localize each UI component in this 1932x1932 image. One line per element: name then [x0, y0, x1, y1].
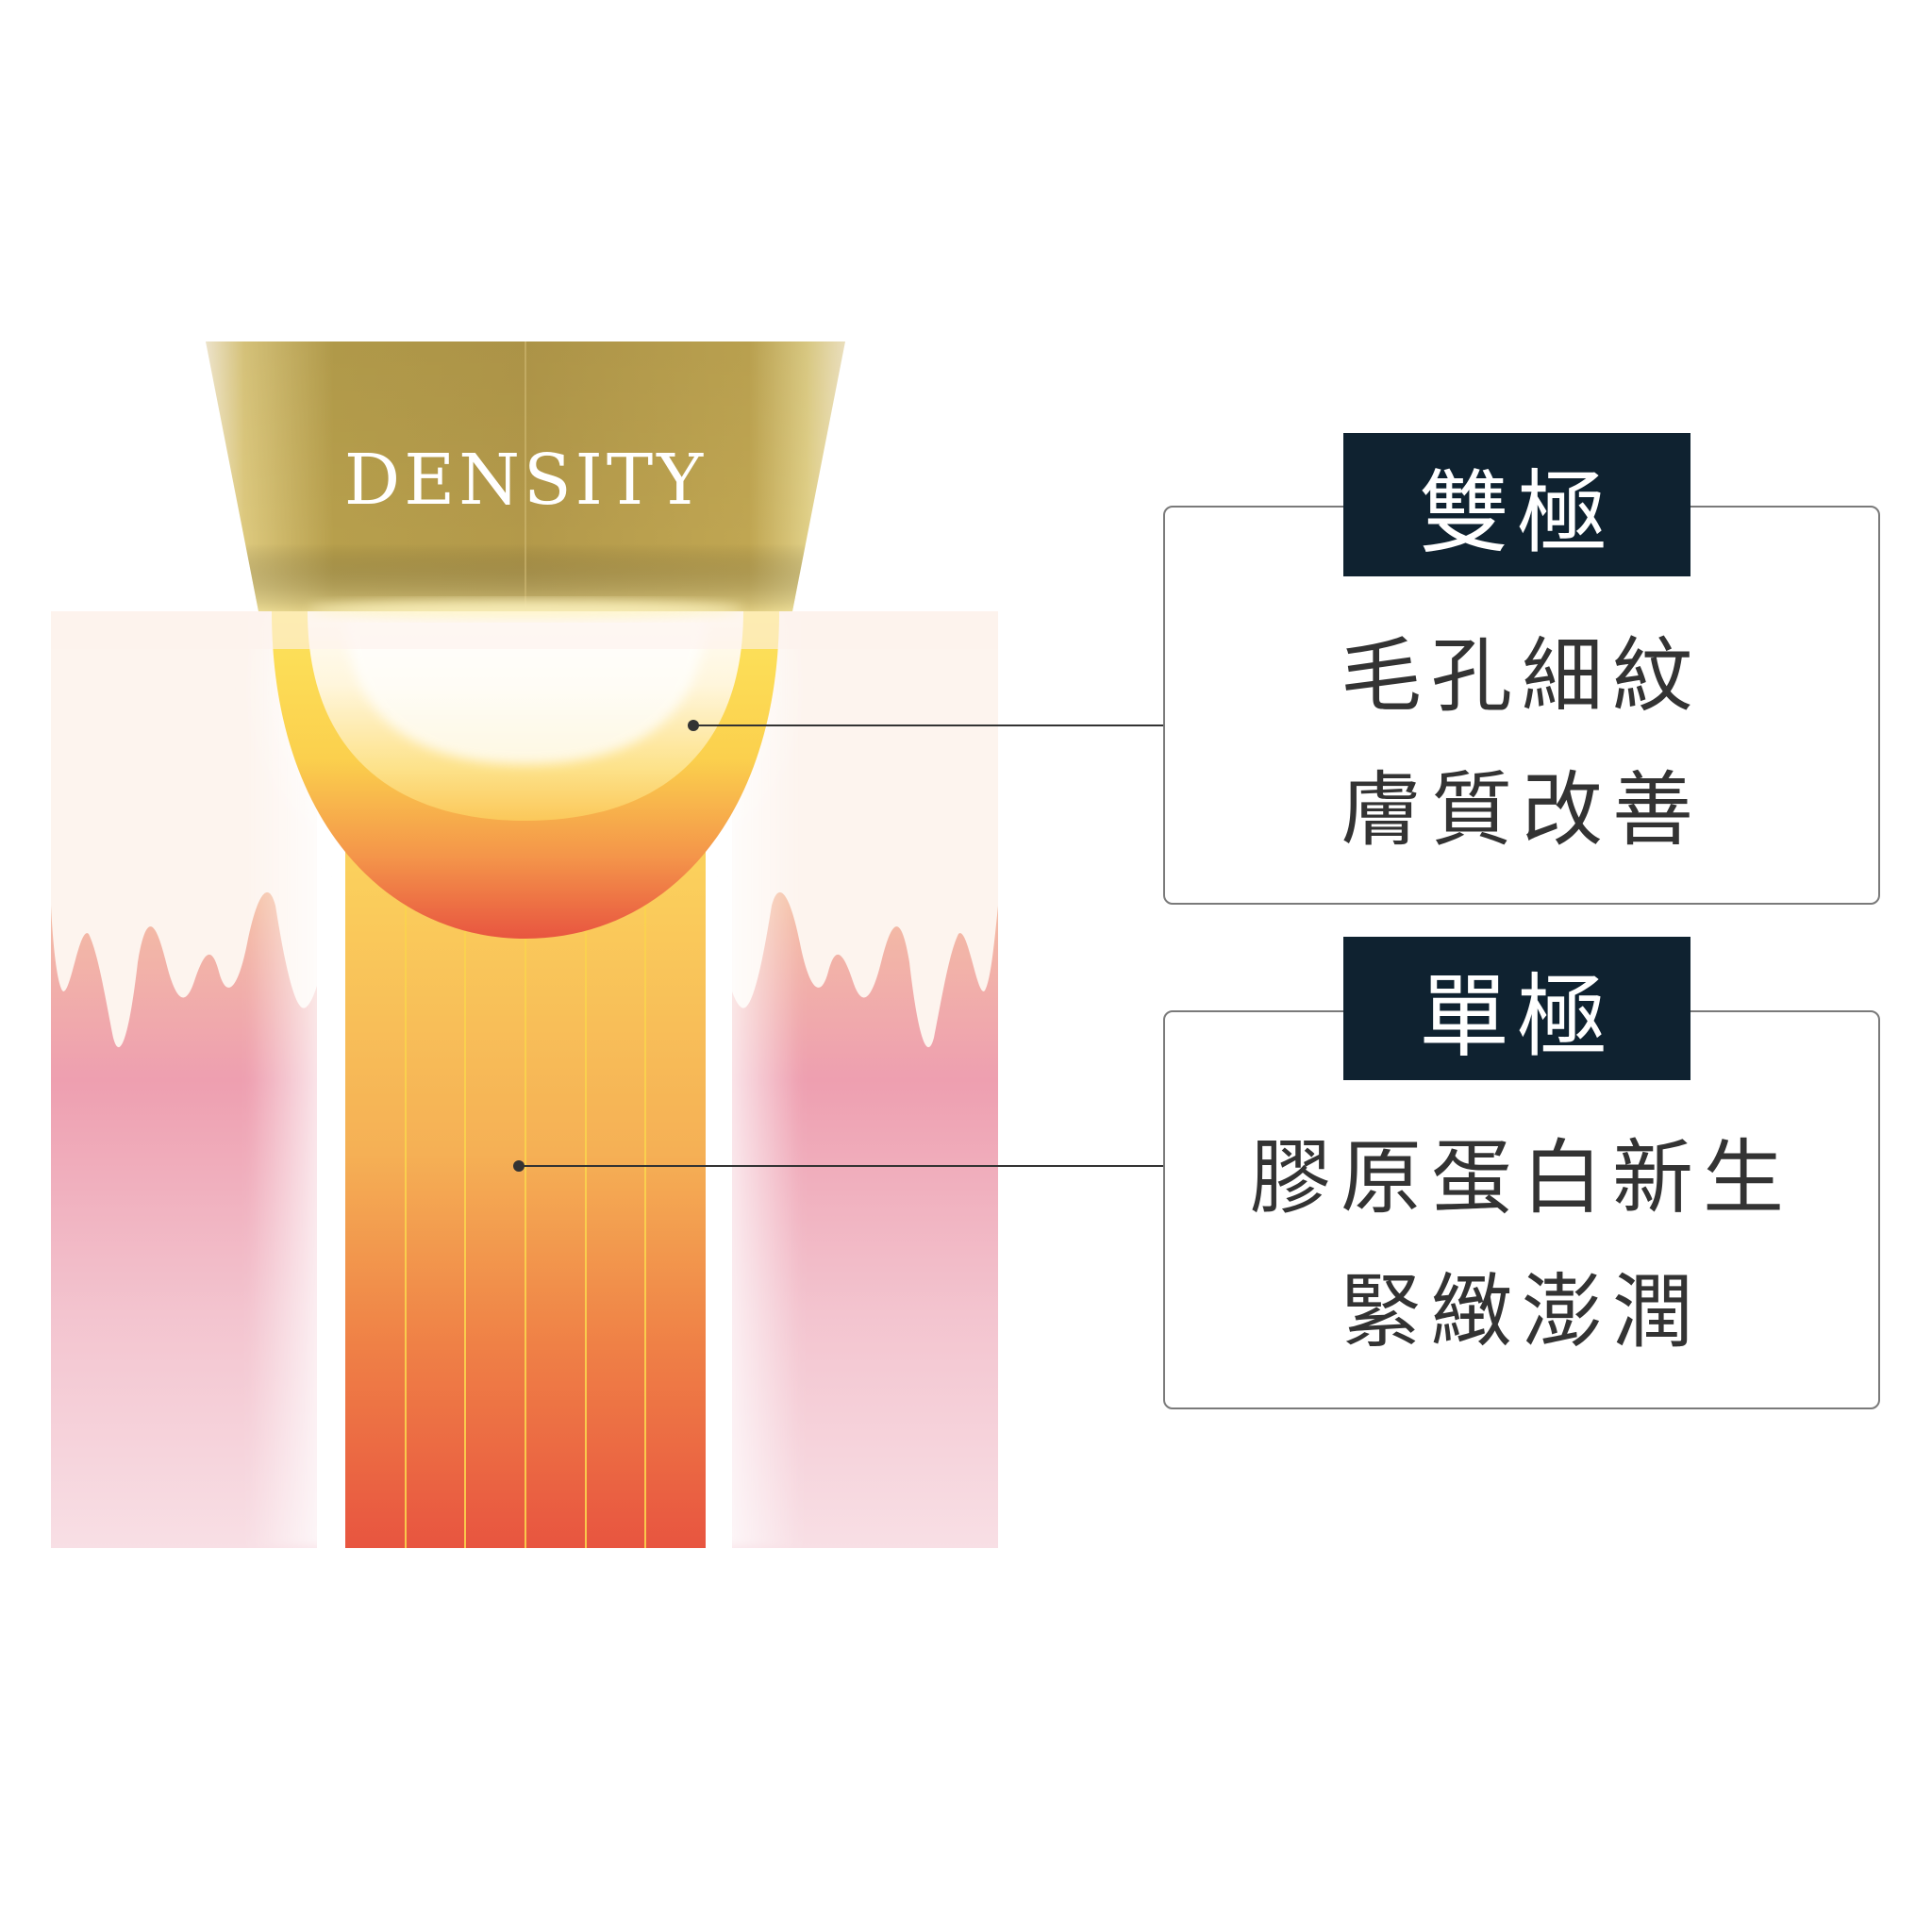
- bipolar-line-2: 膚質改善: [1341, 763, 1703, 858]
- beam-lines: [405, 840, 646, 1548]
- monopolar-title: 單極: [1343, 937, 1690, 1080]
- device-label: DENSITY: [344, 440, 707, 521]
- bipolar-line-1: 毛孔細紋: [1341, 629, 1703, 724]
- connector-bipolar: [688, 720, 1163, 731]
- monopolar-line-1: 膠原蛋白新生: [1250, 1131, 1793, 1225]
- monopolar-line-2: 緊緻澎潤: [1341, 1265, 1703, 1359]
- bipolar-title: 雙極: [1343, 433, 1690, 576]
- connector-monopolar: [513, 1160, 1163, 1172]
- marker-dot-monopolar: [513, 1160, 525, 1172]
- marker-dot-bipolar: [688, 720, 699, 731]
